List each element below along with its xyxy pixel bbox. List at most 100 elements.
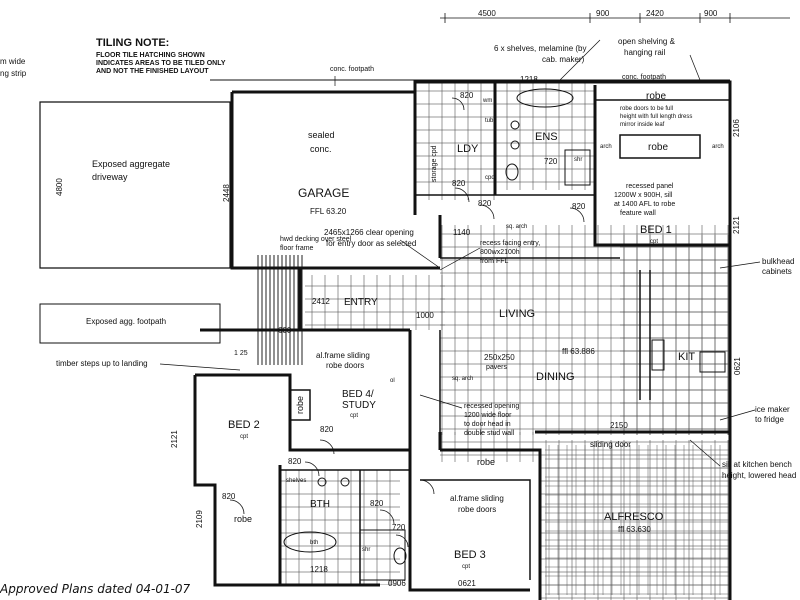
- living-ffl: ffl 63.886: [562, 347, 595, 356]
- wall: [408, 450, 530, 592]
- arch-label: arch: [600, 144, 612, 150]
- paver-area: [545, 445, 730, 595]
- recessed-opening-note: double stud wall: [464, 430, 515, 437]
- arch-label: sq. arch: [452, 376, 474, 382]
- recessed-panel-note: at 1400 AFL to robe: [614, 201, 676, 208]
- dim-820: 820: [452, 179, 466, 188]
- approval-note: Approved Plans dated 04-01-07: [0, 582, 191, 596]
- shower: [359, 529, 406, 581]
- door-swing: [229, 499, 245, 515]
- al-frame-note: robe doors: [458, 505, 497, 514]
- dim-820: 820: [370, 499, 384, 508]
- dim-900: 900: [704, 9, 718, 18]
- leader-line: [689, 54, 701, 81]
- recessed-opening-note: 1200 wide floor: [464, 412, 512, 419]
- door-swing: [319, 439, 335, 455]
- door-swing: [479, 204, 495, 220]
- tiling-note-line: FLOOR TILE HATCHING SHOWN: [96, 52, 205, 59]
- bed4-label: STUDY: [342, 400, 376, 411]
- ol-label: ol: [390, 378, 395, 384]
- dim-2121: 2121: [170, 430, 179, 448]
- ensuite-label: ENS: [535, 131, 558, 143]
- leader-line: [159, 363, 241, 371]
- basin: [510, 120, 520, 130]
- bath-tub-bth: [283, 531, 337, 553]
- shelves-label: shelves: [286, 478, 307, 484]
- tub-label: tub: [485, 118, 494, 124]
- storage-cpd-label: storage cpd: [431, 145, 438, 182]
- dim-820: 820: [572, 202, 586, 211]
- robe-label: robe: [648, 142, 669, 153]
- door-swing: [304, 461, 320, 477]
- robe-label: robe: [295, 395, 305, 414]
- bed2-label: BED 2: [228, 419, 260, 431]
- sink: [699, 351, 726, 373]
- robe-note: height with full length dress: [620, 114, 693, 120]
- dim-0621: 0621: [733, 357, 742, 375]
- sealed-conc-label: conc.: [310, 144, 332, 154]
- dim-4500: 4500: [478, 9, 496, 18]
- laundry-label: LDY: [457, 143, 479, 155]
- door-swing: [454, 187, 470, 203]
- sliding-door-label: sliding door: [590, 440, 631, 449]
- leader-line: [719, 409, 756, 421]
- floor-finish: cpt: [240, 434, 249, 440]
- bed4-label: BED 4/: [342, 389, 374, 400]
- dim-2109: 2109: [195, 510, 204, 528]
- robe-label: robe: [234, 514, 253, 524]
- robe-label: robe: [477, 457, 496, 467]
- arch-label: sq. arch: [506, 224, 528, 230]
- recessed-panel-note: feature wall: [620, 210, 656, 217]
- dim-1140: 1140: [453, 228, 471, 237]
- tiling-note-title: TILING NOTE:: [96, 37, 170, 49]
- tiling-note-line: INDICATES AREAS TO BE TILED ONLY: [96, 60, 226, 67]
- garage-label: GARAGE: [298, 186, 350, 200]
- bed1-label: BED 1: [640, 224, 672, 236]
- open-shelving-note: open shelving &: [618, 37, 675, 46]
- footpath-outline: [39, 303, 221, 344]
- door-swing: [419, 479, 435, 495]
- dim-4800: 4800: [55, 178, 64, 196]
- hwd-decking-label: hwd decking over steel: [280, 236, 352, 243]
- dim-0906: 0906: [388, 579, 406, 588]
- al-frame-note: al.frame sliding: [316, 351, 370, 360]
- leader-line: [559, 39, 601, 81]
- wall: [593, 85, 730, 247]
- wall: [230, 92, 440, 270]
- bathroom-label: BTH: [310, 499, 330, 510]
- tile-area: [280, 470, 400, 585]
- clear-opening-label: for entry door as selected: [326, 239, 417, 248]
- driveway-label: driveway: [92, 172, 128, 182]
- shower: [564, 149, 591, 186]
- alfresco-ffl: ffl 63.630: [618, 525, 651, 534]
- tile-hatching: [255, 80, 730, 600]
- arch-label: arch: [712, 144, 724, 150]
- kitchen-label: KIT: [678, 351, 696, 363]
- dim-820: 820: [222, 492, 236, 501]
- entry-label: ENTRY: [344, 297, 378, 308]
- hwd-decking-label: floor frame: [280, 245, 314, 252]
- bath-tub-ens: [516, 88, 574, 108]
- dim-600: 600: [278, 326, 292, 335]
- floor-finish: cpt: [350, 413, 359, 419]
- leader-line: [439, 247, 481, 271]
- bulkhead-note: cabinets: [762, 267, 792, 276]
- tile-size-label: 250x250: [484, 353, 515, 362]
- strip-label: ng strip: [0, 69, 27, 78]
- timber-steps-label: timber steps up to landing: [56, 359, 148, 368]
- wall: [440, 448, 542, 600]
- dim-900: 900: [596, 9, 610, 18]
- ice-maker-note: to fridge: [755, 415, 784, 424]
- door-swing: [395, 534, 409, 548]
- dim-2106: 2106: [732, 119, 741, 137]
- basin: [340, 477, 350, 487]
- recessed-panel-note: recessed panel: [626, 183, 674, 190]
- dim-720: 720: [392, 523, 406, 532]
- tile-area: [305, 275, 445, 330]
- recess-note: 800wx2100h: [480, 249, 520, 256]
- toilet: [505, 163, 519, 181]
- open-shelving-note: hanging rail: [624, 48, 666, 57]
- alfresco-label: ALFRESCO: [604, 511, 664, 523]
- door-swing: [379, 509, 395, 525]
